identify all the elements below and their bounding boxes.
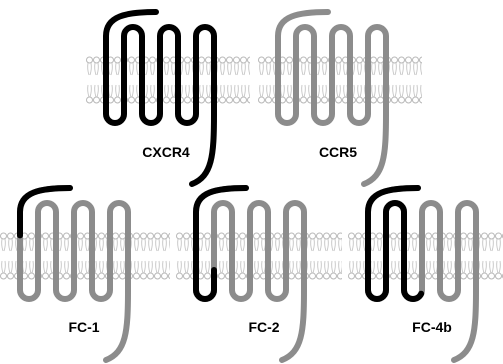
panel-label: FC-4b — [412, 319, 452, 335]
panel-label: FC-2 — [248, 319, 279, 335]
panel-label: FC-1 — [68, 319, 99, 335]
membrane-bilayer — [176, 232, 342, 280]
membrane-bilayer — [86, 56, 250, 104]
panel-fc4b: FC-4b — [348, 188, 503, 360]
panel-label: CXCR4 — [142, 144, 190, 160]
panel-ccr5: CCR5 — [258, 12, 422, 184]
membrane-bilayer — [348, 232, 503, 280]
panel-label: CCR5 — [319, 144, 357, 160]
membrane-bilayer — [258, 56, 422, 104]
panel-fc2: FC-2 — [176, 188, 342, 360]
panel-cxcr4: CXCR4 — [86, 12, 250, 184]
membrane-bilayer — [0, 232, 170, 280]
panel-fc1: FC-1 — [0, 188, 170, 360]
